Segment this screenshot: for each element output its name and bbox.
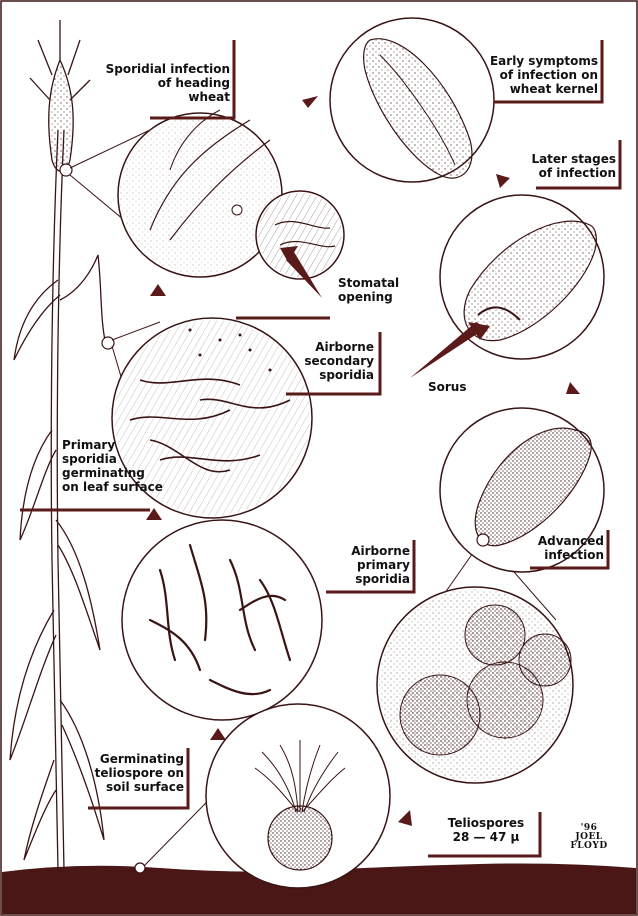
label-sorus: Sorus	[428, 380, 488, 394]
airborne-primary-circle	[122, 520, 322, 720]
label-germinating-teliospore: Germinating teliospore on soil surface	[66, 752, 184, 794]
soil-teliospore-point	[135, 863, 145, 873]
heading-wheat-circle	[118, 110, 282, 277]
label-airborne-primary: Airborne primary sporidia	[318, 544, 410, 586]
teliospores-circle	[377, 587, 573, 783]
head-infection-point	[60, 164, 72, 176]
label-teliospores: Teliospores 28 — 47 µ	[436, 816, 536, 844]
label-sporidial-infection: Sporidial infection of heading wheat	[82, 62, 230, 104]
label-early-symptoms: Early symptoms of infection on wheat ker…	[468, 54, 598, 96]
signature-last: FLOYD	[564, 842, 614, 851]
label-later-stages: Later stages of infection	[508, 152, 616, 180]
label-primary-sporidia: Primary sporidia germinating on leaf sur…	[62, 438, 182, 494]
artist-signature: '96 JOEL FLOYD	[564, 824, 614, 851]
early-kernel-circle	[330, 18, 494, 182]
germinating-teliospore-circle	[206, 704, 390, 888]
label-airborne-secondary: Airborne secondary sporidia	[270, 340, 374, 382]
label-advanced-infection: Advanced infection	[520, 534, 604, 562]
label-stomatal-opening: Stomatal opening	[338, 276, 418, 304]
